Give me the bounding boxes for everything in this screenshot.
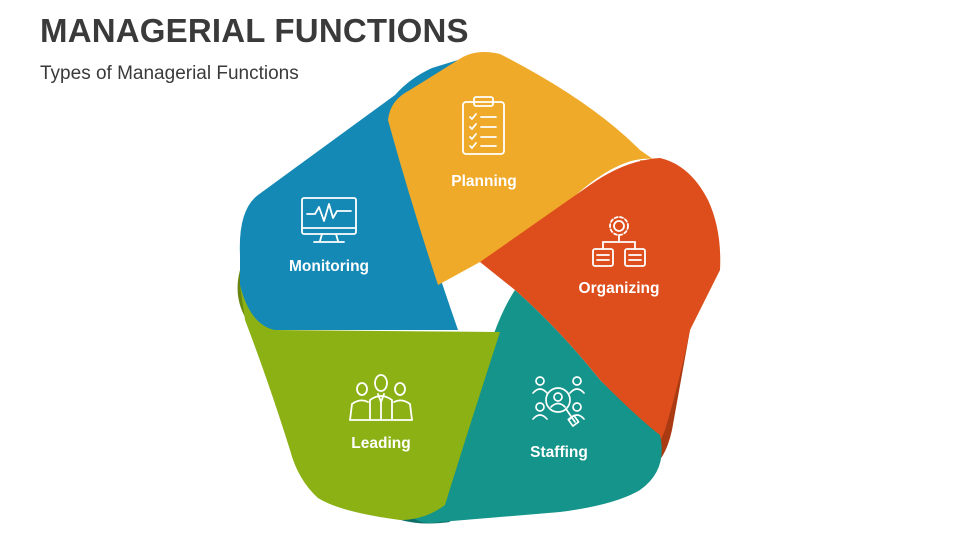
organizing-shape [480, 158, 721, 460]
monitoring-shape [239, 60, 458, 330]
segment-staffing: Staffing [410, 290, 662, 524]
segment-planning: Planning [388, 52, 661, 285]
staffing-label: Staffing [530, 444, 588, 461]
clipboard-checklist-icon [462, 96, 505, 155]
monitoring-label: Monitoring [289, 258, 369, 275]
monitor-pulse-icon [301, 197, 357, 243]
organizing-label: Organizing [579, 280, 660, 297]
people-search-icon [532, 376, 585, 427]
page-subtitle: Types of Managerial Functions [40, 63, 299, 84]
segment-monitoring: Monitoring [239, 60, 458, 330]
segment-organizing: Organizing [480, 158, 721, 460]
leading-label: Leading [351, 435, 410, 452]
segment-leading: Leading [240, 285, 500, 520]
planning-shape [388, 52, 661, 285]
page-title: MANAGERIAL FUNCTIONS [40, 12, 469, 49]
org-chart-gear-icon [592, 216, 646, 267]
team-leader-icon [349, 374, 413, 421]
planning-label: Planning [451, 173, 516, 190]
